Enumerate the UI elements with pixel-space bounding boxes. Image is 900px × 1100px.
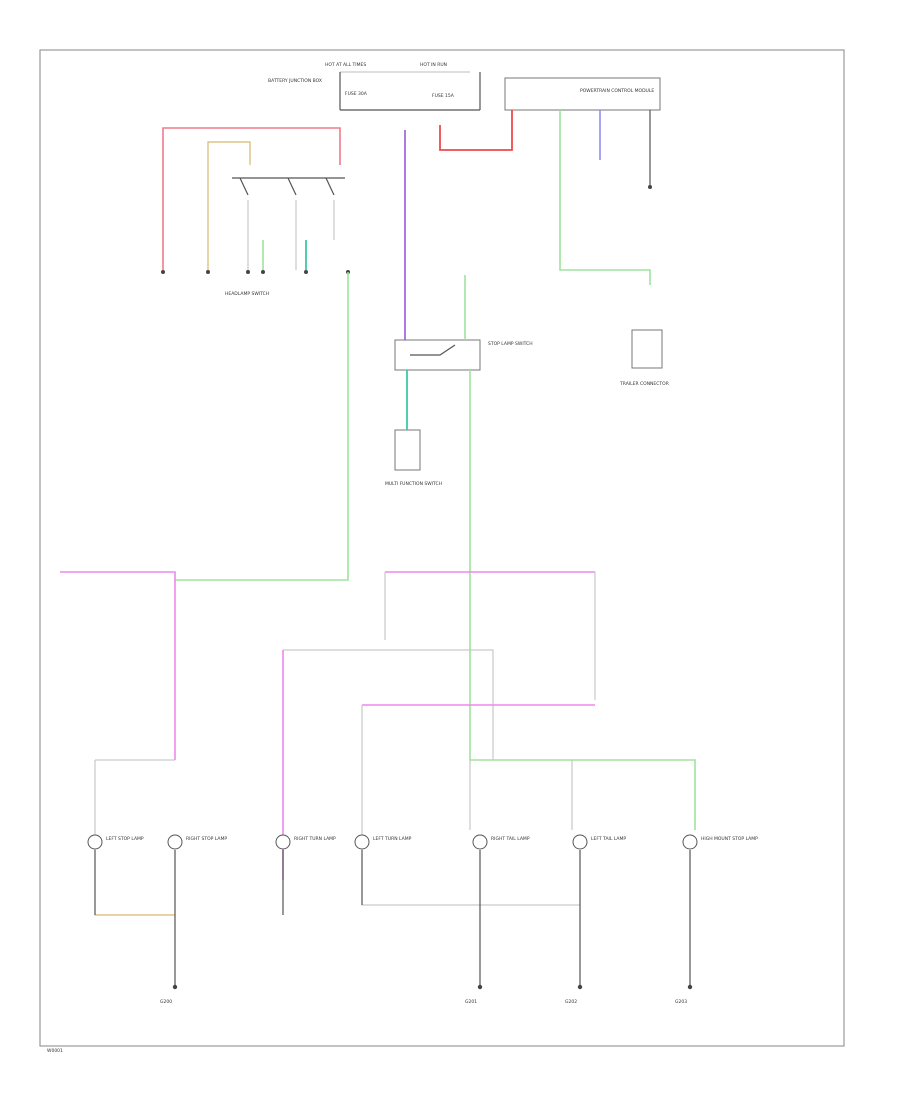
headlamp-switch-feed — [162, 127, 345, 270]
right-tail-lamp-label: RIGHT TAIL LAMP — [491, 836, 530, 842]
left-tail-lamp-label: LEFT TAIL LAMP — [591, 836, 626, 842]
ground-dot-3 — [577, 984, 583, 990]
connector-pin-5 — [304, 270, 308, 274]
pink-left-bus — [60, 571, 176, 760]
green-lamp-bus — [470, 759, 696, 830]
lamp-left-tail: LEFT TAIL LAMP — [572, 834, 626, 850]
lamp-right-stop: RIGHT STOP LAMP — [167, 834, 227, 850]
lamp-left-stop: LEFT STOP LAMP — [87, 834, 144, 850]
ground-g2-label: G201 — [465, 999, 477, 1005]
left-stop-lamp-label: LEFT STOP LAMP — [106, 836, 144, 842]
stop-lamp-switch-contact — [410, 344, 456, 356]
diagram-frame — [39, 49, 845, 1047]
ground-dot-4 — [687, 984, 693, 990]
grey-mid-bus — [283, 649, 494, 760]
green-center-wire — [464, 275, 471, 760]
grey-lower-drop — [361, 705, 580, 906]
fuse-b-label: FUSE 15A — [432, 93, 455, 99]
connector-pin-4 — [261, 270, 265, 274]
stop-lamp-switch-label: STOP LAMP SWITCH — [488, 341, 533, 347]
connector-pin-3 — [246, 270, 250, 274]
top-power-bus — [339, 71, 481, 111]
high-mount-stop-lamp-label: HIGH MOUNT STOP LAMP — [701, 836, 758, 842]
right-stop-lamp-label: RIGHT STOP LAMP — [186, 836, 227, 842]
pcm-label: POWERTRAIN CONTROL MODULE — [580, 88, 654, 94]
green-left-wire — [175, 272, 349, 581]
headlamp-switch-label: HEADLAMP SWITCH — [225, 291, 269, 297]
connector-pin-2 — [206, 270, 210, 274]
trailer-connector-box — [631, 329, 663, 369]
multi-function-switch-box — [394, 429, 421, 471]
hot-at-all-times-label: HOT AT ALL TIMES — [325, 62, 366, 68]
pcm-ground-dot — [648, 185, 652, 189]
ground-g1-label: G200 — [160, 999, 172, 1005]
right-turn-lamp-label: RIGHT TURN LAMP — [294, 836, 336, 842]
fuse-a-label: FUSE 30A — [345, 91, 368, 97]
green-pcm-wire — [559, 110, 651, 285]
lamp-ground-legs — [94, 850, 691, 985]
pcm-box — [504, 77, 661, 111]
hot-in-run-label: HOT IN RUN — [420, 62, 447, 68]
ground-dot-2 — [477, 984, 483, 990]
ground-dot-1 — [172, 984, 178, 990]
power-distribution-box-label: BATTERY JUNCTION BOX — [268, 78, 322, 84]
lamp-right-turn: RIGHT TURN LAMP — [275, 834, 336, 850]
red-pcm-wire — [439, 110, 513, 151]
grey-center-drop — [384, 572, 596, 700]
grey-lamp-drops — [469, 760, 573, 830]
trailer-connector-label: TRAILER CONNECTOR — [619, 381, 669, 387]
lamp-high-mount: HIGH MOUNT STOP LAMP — [682, 834, 758, 850]
ground-g4-label: G203 — [675, 999, 687, 1005]
lamp-left-turn: LEFT TURN LAMP — [354, 834, 412, 850]
connector-pin-1 — [161, 270, 165, 274]
left-turn-lamp-label: LEFT TURN LAMP — [373, 836, 412, 842]
lamp-right-tail: RIGHT TAIL LAMP — [472, 834, 530, 850]
figure-code: W0001 — [47, 1048, 63, 1054]
ground-g3-label: G202 — [565, 999, 577, 1005]
multi-function-switch-label: MULTI FUNCTION SWITCH — [385, 481, 442, 487]
